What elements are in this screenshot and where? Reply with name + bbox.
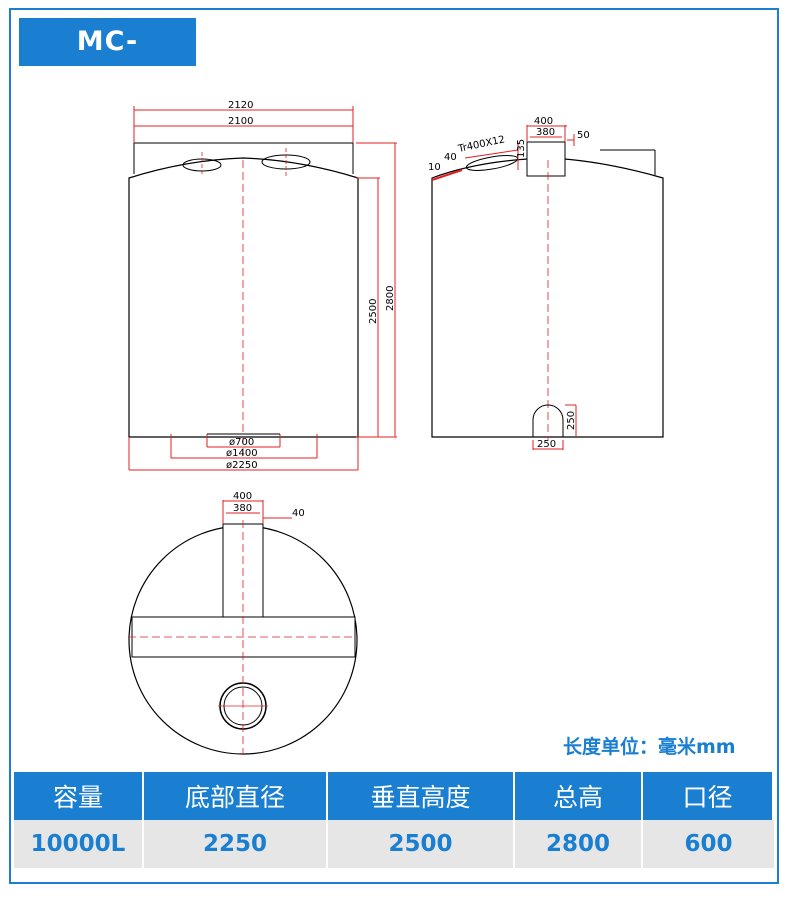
spec-value-vertical-height: 2500 — [328, 820, 515, 868]
side-view: 400 380 50 Tr400X12 135 40 10 250 250 — [428, 116, 664, 450]
spec-value-capacity: 10000L — [14, 820, 144, 868]
model-title: MC-10000L — [19, 18, 196, 105]
top-view: 400 380 40 — [128, 491, 358, 755]
spec-header-total-height: 总高 — [515, 772, 643, 820]
dim-2120: 2120 — [228, 100, 253, 111]
side-dim-250-h: 250 — [566, 411, 577, 430]
side-dim-135: 135 — [516, 139, 527, 158]
dim-2500: 2500 — [368, 299, 379, 324]
spec-value-total-height: 2800 — [515, 820, 643, 868]
dim-phi1400: ø1400 — [226, 448, 258, 459]
side-dim-400: 400 — [534, 116, 553, 127]
spec-header-bottom-diameter: 底部直径 — [144, 772, 328, 820]
top-dim-40: 40 — [292, 508, 305, 519]
dim-phi2250: ø2250 — [226, 460, 258, 471]
side-dim-10: 10 — [428, 162, 441, 173]
unit-note: 长度单位：毫米mm — [563, 736, 736, 758]
top-dim-400: 400 — [233, 491, 252, 502]
spec-header-capacity: 容量 — [14, 772, 144, 820]
spec-header-port-diameter: 口径 — [643, 772, 774, 820]
side-thread: Tr400X12 — [456, 134, 506, 155]
front-view: 2120 2100 2500 2800 ø700 ø1400 ø2250 — [128, 100, 397, 471]
top-dim-380: 380 — [233, 503, 252, 514]
spec-table: 容量 底部直径 垂直高度 总高 口径 10000L 2250 2500 2800… — [14, 772, 774, 868]
side-dim-250-w: 250 — [537, 439, 556, 450]
dim-phi700: ø700 — [229, 437, 254, 448]
spec-value-bottom-diameter: 2250 — [144, 820, 328, 868]
dim-2800: 2800 — [385, 286, 396, 311]
side-dim-380: 380 — [536, 127, 555, 138]
dim-2100: 2100 — [228, 116, 253, 127]
spec-value-port-diameter: 600 — [643, 820, 774, 868]
spec-header-vertical-height: 垂直高度 — [328, 772, 515, 820]
outer-frame — [9, 8, 779, 884]
side-dim-50: 50 — [577, 130, 590, 141]
side-dim-40: 40 — [444, 152, 457, 163]
